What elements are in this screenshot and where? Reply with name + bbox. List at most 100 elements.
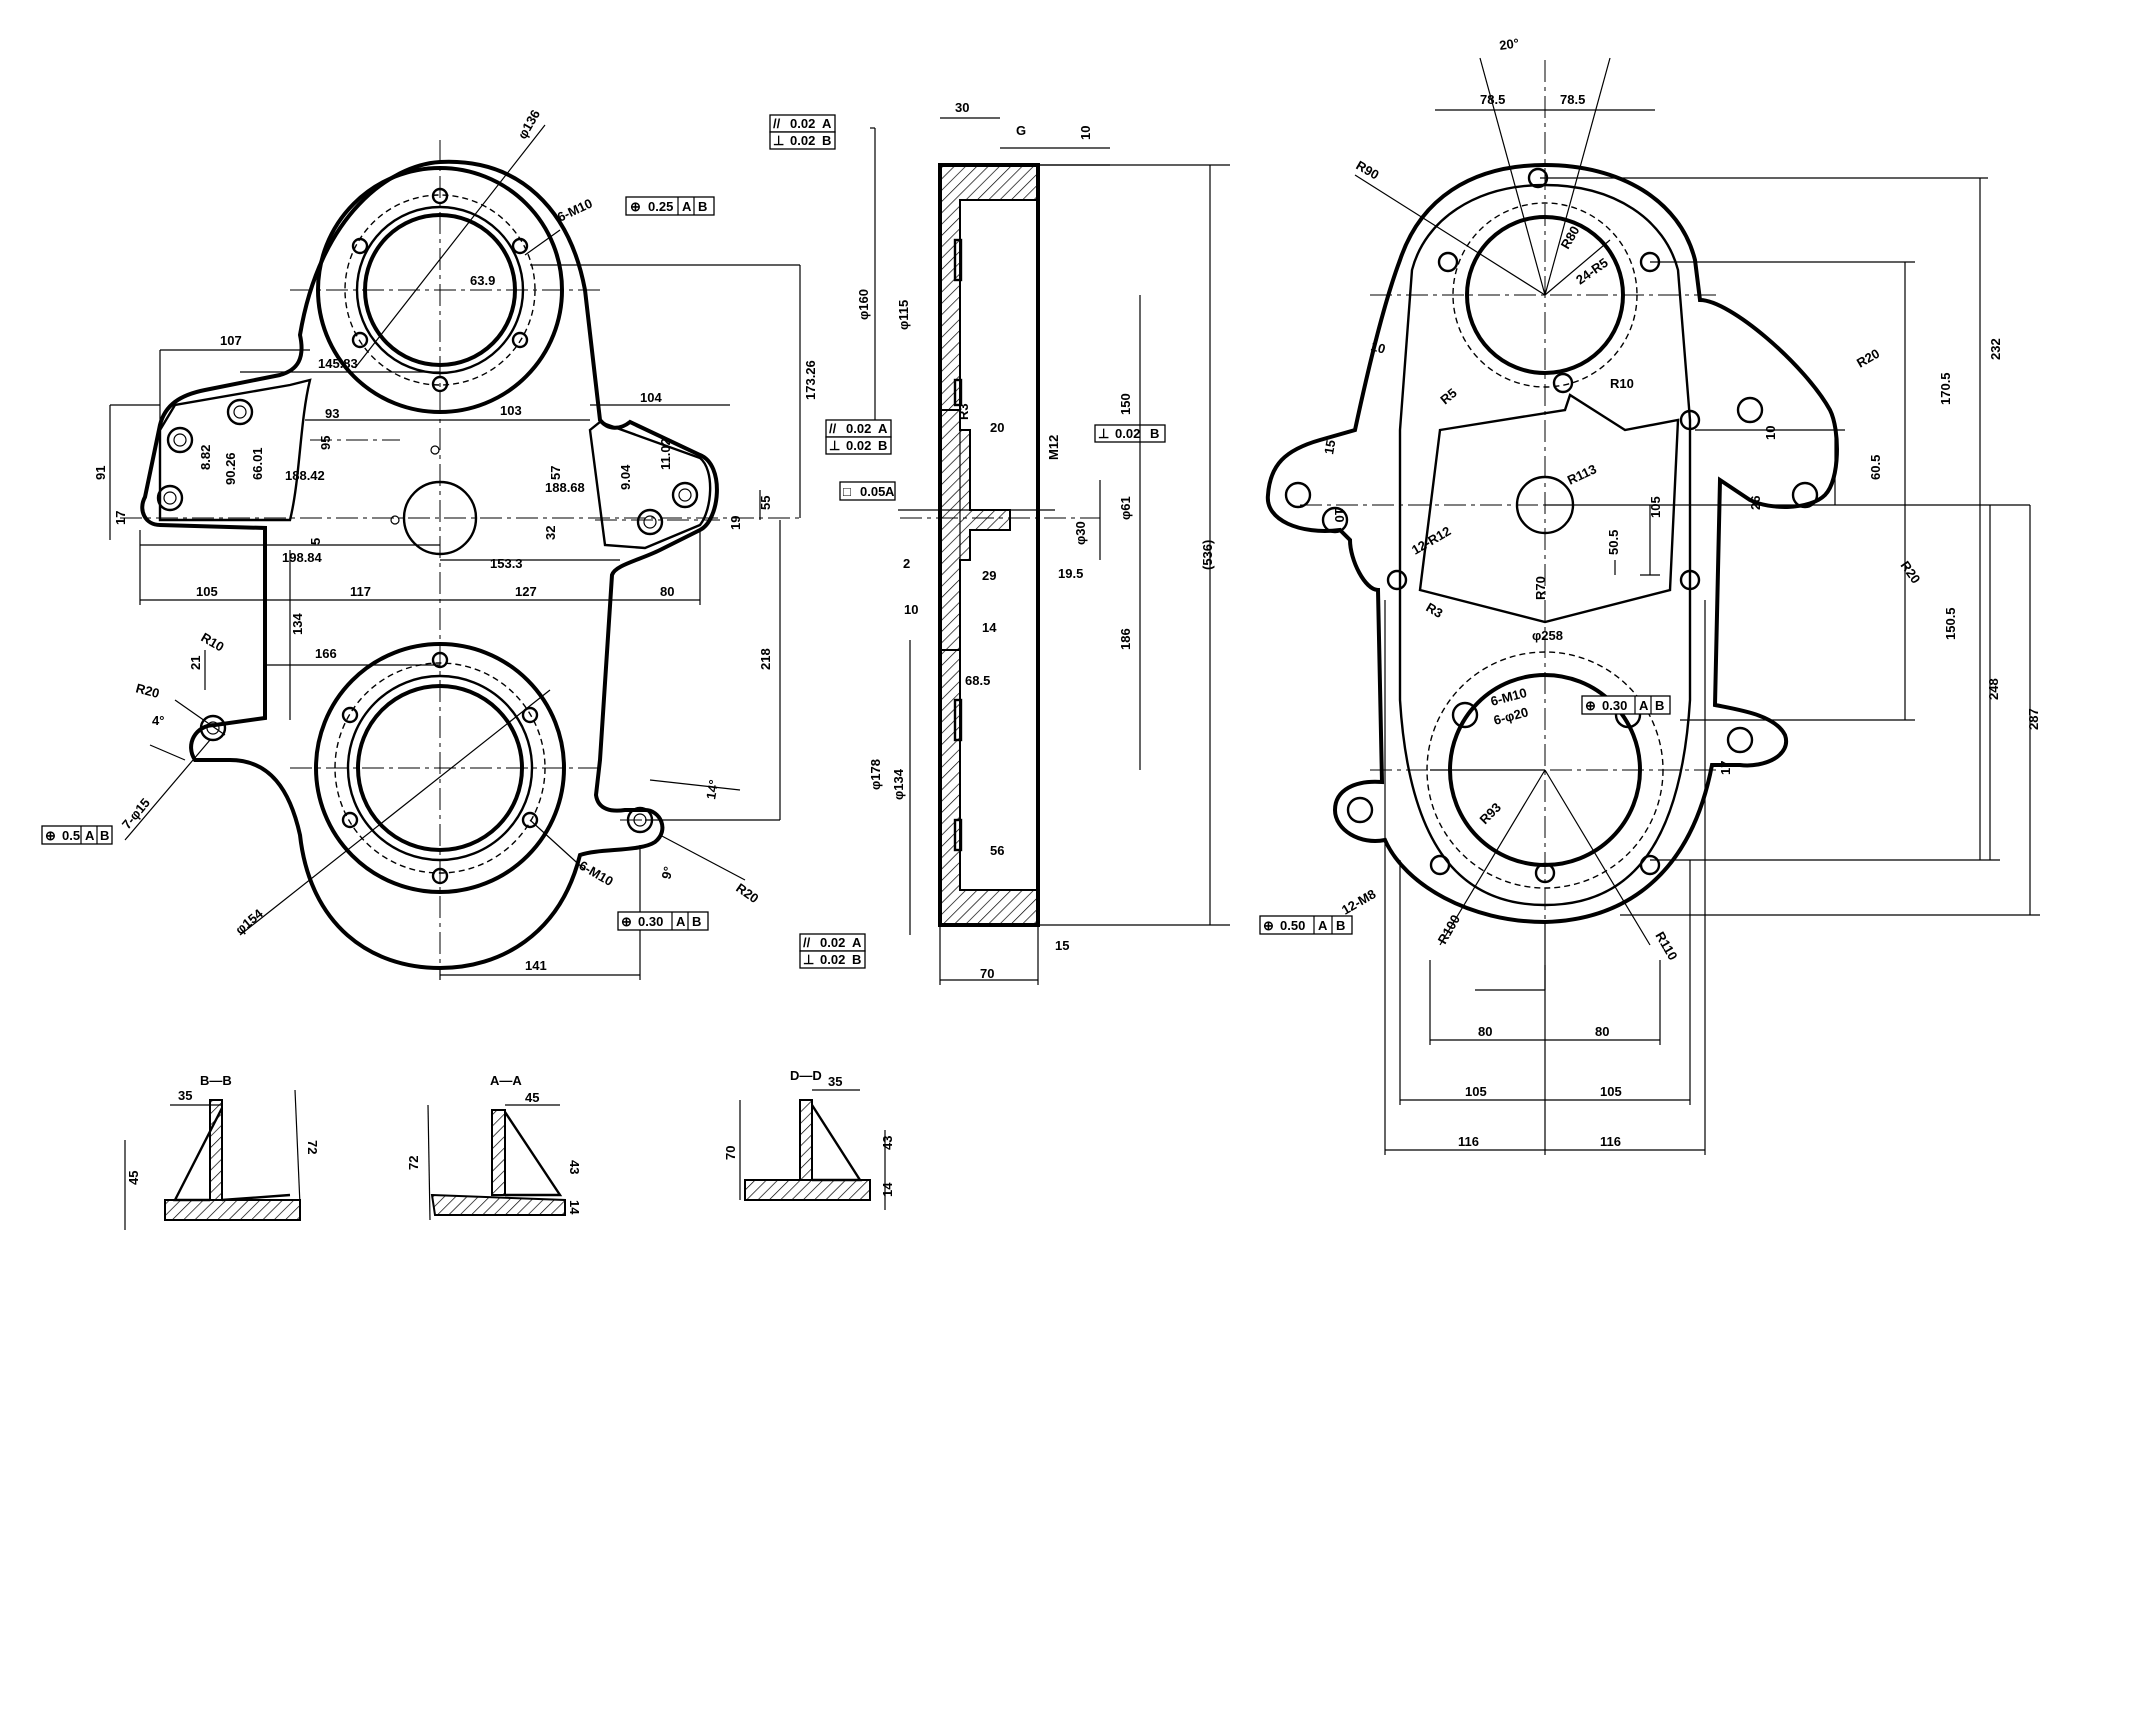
fcf-text: A (85, 828, 95, 843)
front-view-left: φ136 6-M10 ⊕ 0.25 A B 63.9 107 145.83 17… (41, 107, 818, 980)
dim-text: 55 (758, 496, 773, 510)
fcf-text: B (1336, 918, 1345, 933)
fcf-text: 0.02 (846, 421, 871, 436)
dim-text: 90.26 (223, 452, 238, 485)
dim-text: 287 (2026, 708, 2041, 730)
fcf-text: A (676, 914, 686, 929)
dim-text: 141 (525, 958, 547, 973)
section-dimension-lines (870, 117, 1230, 985)
dim-text: φ258 (1532, 628, 1563, 643)
dim-text: 78.5 (1560, 92, 1585, 107)
dim-text: 12-R12 (1409, 523, 1453, 557)
dim-text: 80 (660, 584, 674, 599)
dim-text: 8.82 (198, 445, 213, 470)
dim-text: 14 (880, 1182, 895, 1197)
dim-text: 95 (318, 436, 333, 450)
dim-text: 43 (880, 1136, 895, 1150)
dim-text: φ178 (868, 759, 883, 790)
dim-text: 145.83 (318, 356, 358, 371)
dim-text: G (1016, 123, 1026, 138)
dim-text: 105 (1465, 1084, 1487, 1099)
dim-text: 80 (1595, 1024, 1609, 1039)
fcf-text: B (692, 914, 701, 929)
dim-text: 117 (350, 584, 371, 599)
dim-text: 9° (658, 865, 676, 881)
rear-dimension-lines (1354, 57, 2040, 1155)
fcf-text: B (100, 828, 109, 843)
fcf-text: B (698, 199, 707, 214)
dim-text: 72 (305, 1140, 320, 1154)
dim-text: 186 (1118, 628, 1133, 650)
dim-text: 19.5 (1058, 566, 1083, 581)
dim-text: 24-R5 (1573, 255, 1611, 288)
rear-holes (1284, 167, 1819, 884)
dim-text: 2 (903, 556, 910, 571)
fcf-text: 0.05 (860, 484, 885, 499)
dim-text: 232 (1988, 338, 2003, 360)
fcf-symbol: ⊕ (621, 914, 632, 929)
dim-text: 188.68 (545, 480, 585, 495)
section-fcf (769, 114, 1166, 969)
dim-text: 32 (543, 526, 558, 540)
fcf-text: A (822, 116, 832, 131)
dim-text: 19 (728, 516, 743, 530)
detail-section-bb: B—B 35 45 72 (124, 1073, 320, 1230)
fcf-text: ⊥ (1098, 426, 1109, 441)
fcf-symbol: ⊕ (1263, 918, 1274, 933)
dim-text: 14 (567, 1200, 582, 1215)
dim-text: 5 (308, 538, 323, 545)
dim-text: R10 (199, 630, 227, 655)
fcf-symbol: ⊕ (1585, 698, 1596, 713)
fcf-text: A (682, 199, 692, 214)
dim-text: 218 (758, 648, 773, 670)
fcf-text: 0.5 (62, 828, 80, 843)
dim-text: 17 (113, 511, 128, 525)
dim-text: φ160 (856, 289, 871, 320)
dim-text: 107 (220, 333, 242, 348)
dim-text: 134 (290, 613, 305, 635)
dim-text: 116 (1458, 1134, 1479, 1149)
fcf-text: 0.02 (820, 952, 845, 967)
dim-text: 6-M10 (555, 196, 595, 225)
dim-text: 198.84 (282, 550, 323, 565)
dim-text: φ115 (896, 300, 911, 330)
fcf-text: □ (843, 484, 851, 499)
detail-section-aa: A—A 45 72 43 14 (406, 1073, 582, 1221)
dim-text: 10 (1763, 426, 1778, 440)
dim-text: φ134 (891, 768, 906, 800)
dim-text: 10 (1332, 508, 1347, 522)
dim-text: 15 (1055, 938, 1069, 953)
dim-text: 6-φ20 (1492, 704, 1530, 728)
dim-text: R93 (1477, 800, 1504, 827)
dim-text: R5 (1437, 385, 1459, 407)
dim-text: R10 (1610, 376, 1634, 391)
detail-label: B—B (200, 1073, 232, 1088)
fcf-text: ⊥ (829, 438, 840, 453)
detail-section-dd: D—D 35 70 43 14 (723, 1068, 895, 1210)
dim-text: 105 (1600, 1084, 1622, 1099)
dim-text: R80 (1558, 223, 1583, 251)
dim-text: 30 (955, 100, 969, 115)
fcf-text: ⊥ (803, 952, 814, 967)
dim-text: 21 (188, 656, 203, 670)
dim-text: 150 (1118, 393, 1133, 415)
dim-text: 20° (1498, 35, 1520, 53)
dim-text: 103 (500, 403, 522, 418)
dim-text: 9.04 (618, 464, 633, 490)
dim-text: M12 (1046, 435, 1061, 460)
dim-text: 20 (990, 420, 1004, 435)
dim-text: 56 (990, 843, 1004, 858)
dim-text: 45 (525, 1090, 539, 1105)
mounting-holes-left (156, 398, 699, 834)
dim-text: R3 (956, 403, 971, 420)
dim-text: 15 (1321, 439, 1338, 456)
section-view-middle: // 0.02 A ⊥ 0.02 B 30 G 10 φ160 φ115 // … (769, 100, 1230, 985)
fcf-text: 0.30 (1602, 698, 1627, 713)
fcf-text: 0.02 (790, 116, 815, 131)
fcf-symbol: ⊕ (630, 199, 641, 214)
fcf-text: // (773, 116, 781, 131)
dim-text: 50.5 (1606, 530, 1621, 555)
fcf-text: A (852, 935, 862, 950)
fcf-text: A (885, 484, 895, 499)
